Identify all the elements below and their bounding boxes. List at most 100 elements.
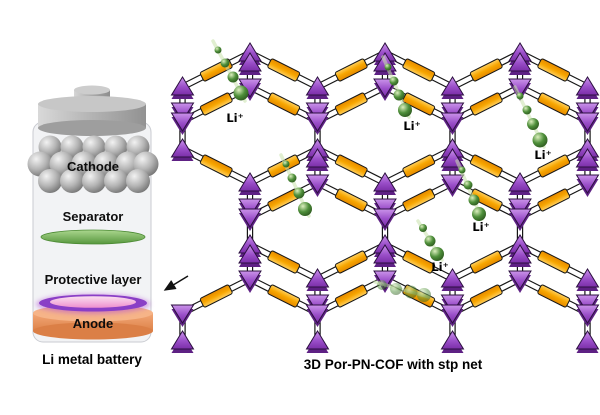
li-ion [522,105,532,115]
cof-linker-bar [334,92,368,116]
cof-linker-bar [334,154,368,178]
li-ion [527,118,539,130]
cof-node [440,294,465,314]
protective-layer-arrow [163,275,189,291]
li-ion-label: Li⁺ [403,119,420,133]
cof-node [305,294,330,314]
li-ion [398,103,412,117]
cof-linker-bar [199,284,233,308]
li-ion [424,235,436,247]
li-ion [419,224,427,232]
cof-node [170,76,195,96]
cof-lattice [170,42,600,353]
cof-linker-bar [402,250,436,274]
li-ion [458,166,466,174]
cof-node [440,174,465,194]
cathode-particle [60,169,84,193]
cof-node [575,102,600,122]
cof-node [508,270,532,290]
li-ion [463,180,473,190]
cathode-particle [104,169,128,193]
cathode-label: Cathode [67,159,119,174]
cof-linker-bar [537,58,571,82]
li-ion [393,89,405,101]
cof-linker-bar [334,58,368,82]
cof-node [170,102,195,122]
separator-disk [40,229,146,245]
cof-node [440,112,465,132]
cof-linker-bar [267,58,301,82]
cof-linker-bar [537,154,571,178]
cof-linker-bar [469,154,503,178]
cof-node [373,198,397,218]
cof-node [440,330,465,350]
cof-linker-bar [537,92,571,116]
li-ion [516,92,524,100]
cof-linker-bar [469,58,503,82]
cof-node [440,76,465,96]
li-ion-labels: Li⁺ Li⁺ Li⁺ Li⁺ Li⁺ [226,111,551,274]
cof-node [305,76,330,96]
li-ion-label: Li⁺ [226,111,243,125]
li-ion [287,173,297,183]
cof-node [238,270,262,290]
battery-lid [38,96,146,136]
li-ion [417,288,431,302]
cof-linker-bar [199,154,233,178]
cof-node [575,294,600,314]
cof-node [508,244,532,264]
cof-node [305,304,330,324]
cof-linker-bar [199,92,233,116]
protective-layer-label: Protective layer [45,272,142,287]
li-ion [389,76,399,86]
cof-node [575,304,600,324]
cathode-particle [82,169,106,193]
cof-linker-bar [537,284,571,308]
cof-node [170,304,195,324]
li-ion [384,63,392,71]
cof-node [440,102,465,122]
cof-linker-bar [334,250,368,274]
cof-node [238,198,262,218]
cof-linker-bar [469,92,503,116]
cof-node [305,148,330,168]
cof-linker-bar [537,188,571,212]
cof-node [575,112,600,132]
li-ion [532,132,548,148]
anode-bottom [33,322,153,340]
li-ion [227,71,239,83]
li-ion [233,85,249,101]
cof-node [373,208,397,228]
li-ion [472,207,486,221]
cof-linker-bar [469,284,503,308]
cof-node [508,52,532,72]
li-ion-label: Li⁺ [472,220,489,234]
li-ion [298,202,312,216]
cof-node [440,304,465,324]
cof-node [373,270,397,290]
cof-node [170,330,195,350]
cathode-particle [38,169,62,193]
cathode-spheres [27,135,159,193]
li-ion [390,283,402,295]
cof-node [575,148,600,168]
cof-node [575,330,600,350]
cof-linker-bar [402,154,436,178]
terminal-top [74,85,110,95]
li-ion-label: Li⁺ [534,148,551,162]
cof-linker-bar [402,188,436,212]
battery-illustration: Cathode Separator Protective layer Anode… [27,85,189,367]
cof-node [508,172,532,192]
cof-linker-bar [402,92,436,116]
cof-node [575,174,600,194]
cof-node [508,208,532,228]
li-ion [377,280,387,290]
cof-linker-bar [334,284,368,308]
cof-node [170,112,195,132]
cof-linker-bar [334,188,368,212]
cathode-particle [126,169,150,193]
separator-label: Separator [63,209,124,224]
cof-node [508,198,532,218]
